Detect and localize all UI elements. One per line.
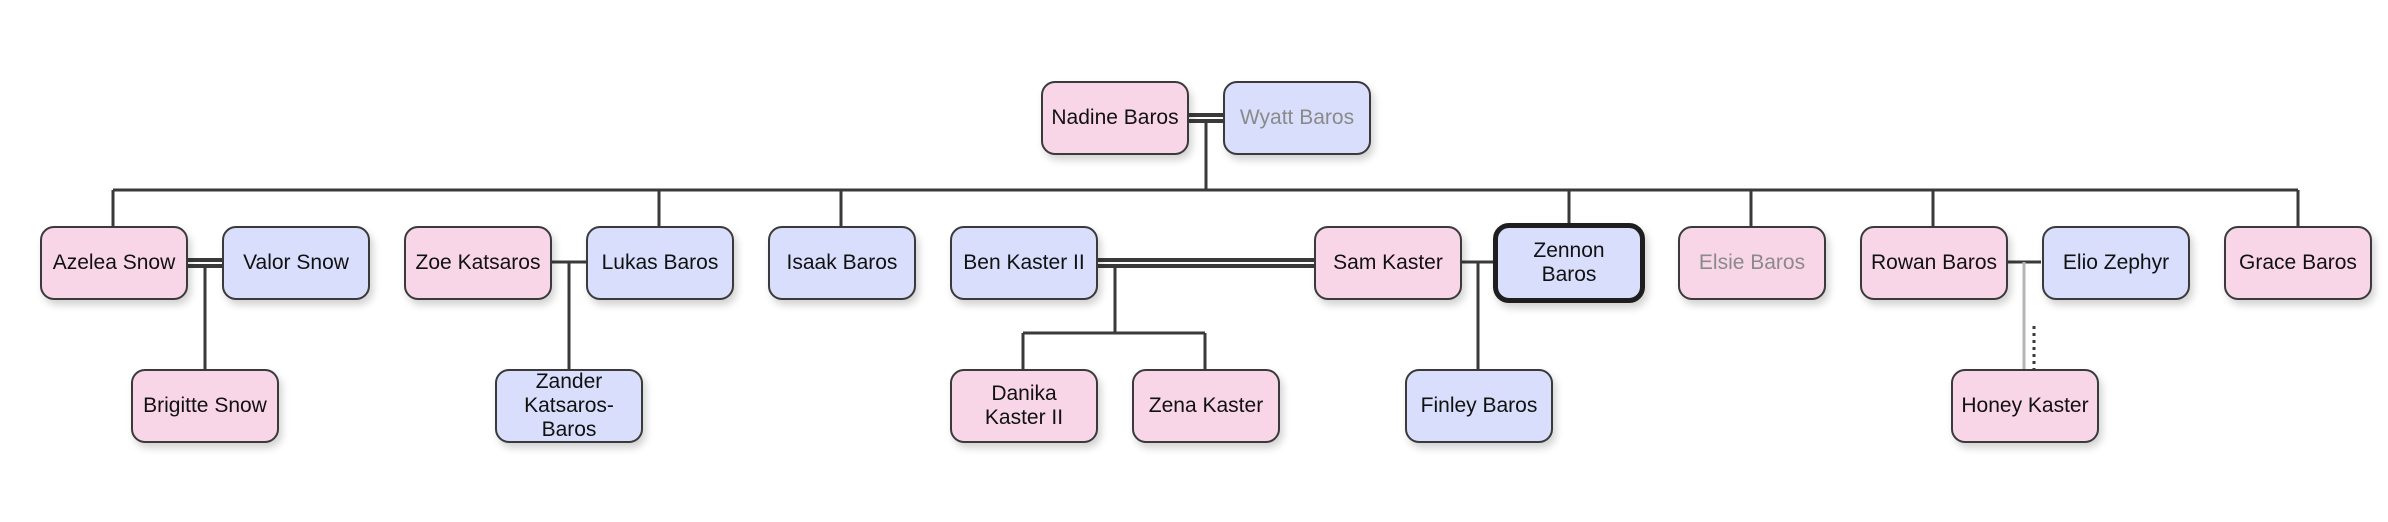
person-name: Elsie Baros <box>1698 251 1806 274</box>
person-lukas-baros[interactable]: Lukas Baros <box>586 226 734 300</box>
person-name: Brigitte Snow <box>143 394 267 417</box>
person-elsie-baros[interactable]: Elsie Baros <box>1678 226 1826 300</box>
person-grace-baros[interactable]: Grace Baros <box>2224 226 2372 300</box>
person-isaak-baros[interactable]: Isaak Baros <box>768 226 916 300</box>
person-wyatt-baros[interactable]: Wyatt Baros <box>1223 81 1371 155</box>
person-name: Finley Baros <box>1420 394 1538 417</box>
person-name: Zander Katsaros-Baros <box>524 370 614 441</box>
person-azelea-snow[interactable]: Azelea Snow <box>40 226 188 300</box>
person-name: Grace Baros <box>2239 251 2357 274</box>
person-name: Ben Kaster II <box>963 251 1085 274</box>
person-brigitte-snow[interactable]: Brigitte Snow <box>131 369 279 443</box>
person-name: Elio Zephyr <box>2062 251 2170 274</box>
person-name: Nadine Baros <box>1051 106 1179 129</box>
person-name: Honey Kaster <box>1961 394 2089 417</box>
person-zennon-baros[interactable]: Zennon Baros <box>1493 223 1645 303</box>
person-name: Lukas Baros <box>601 251 719 274</box>
person-name: Danika Kaster II <box>984 382 1064 429</box>
person-name: Wyatt Baros <box>1239 106 1355 129</box>
person-zoe-katsaros[interactable]: Zoe Katsaros <box>404 226 552 300</box>
person-zander-katsaros-baros[interactable]: Zander Katsaros-Baros <box>495 369 643 443</box>
person-name: Rowan Baros <box>1870 251 1998 274</box>
person-name: Zennon Baros <box>1533 239 1605 286</box>
person-valor-snow[interactable]: Valor Snow <box>222 226 370 300</box>
person-nadine-baros[interactable]: Nadine Baros <box>1041 81 1189 155</box>
person-zena-kaster[interactable]: Zena Kaster <box>1132 369 1280 443</box>
person-name: Azelea Snow <box>52 251 176 274</box>
person-name: Valor Snow <box>243 251 349 274</box>
person-name: Zoe Katsaros <box>415 251 541 274</box>
person-name: Zena Kaster <box>1148 394 1264 417</box>
person-name: Isaak Baros <box>786 251 898 274</box>
person-honey-kaster[interactable]: Honey Kaster <box>1951 369 2099 443</box>
person-elio-zephyr[interactable]: Elio Zephyr <box>2042 226 2190 300</box>
person-name: Sam Kaster <box>1333 251 1443 274</box>
person-rowan-baros[interactable]: Rowan Baros <box>1860 226 2008 300</box>
person-ben-kaster-ii[interactable]: Ben Kaster II <box>950 226 1098 300</box>
person-sam-kaster[interactable]: Sam Kaster <box>1314 226 1462 300</box>
person-finley-baros[interactable]: Finley Baros <box>1405 369 1553 443</box>
person-danika-kaster-ii[interactable]: Danika Kaster II <box>950 369 1098 443</box>
